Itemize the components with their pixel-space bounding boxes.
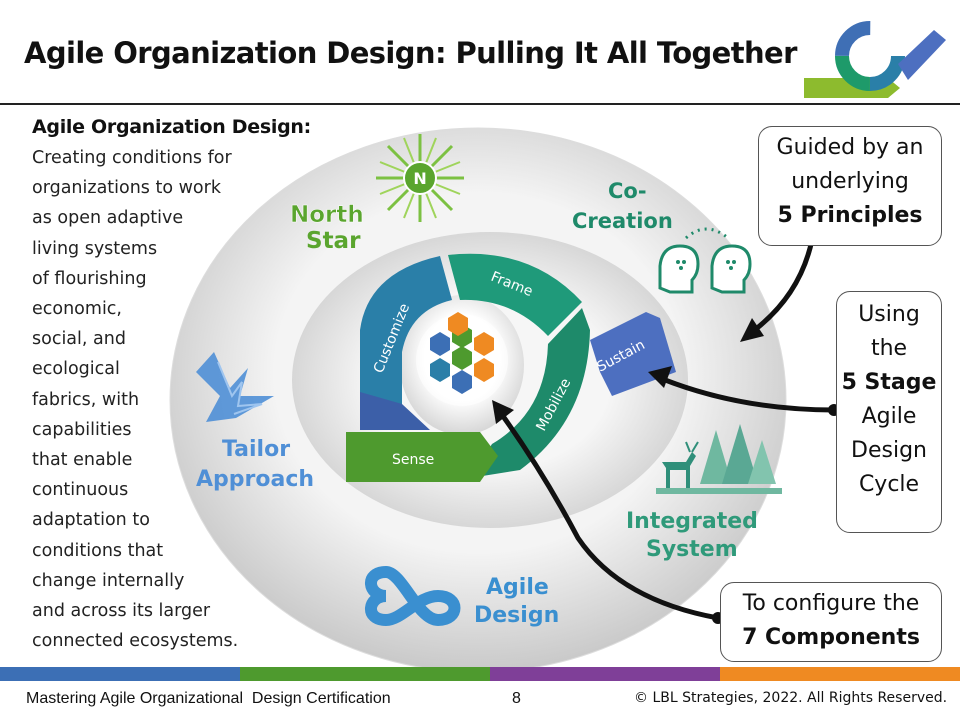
co-creation-icon — [658, 227, 752, 294]
definition-line: Creating conditions for — [32, 148, 232, 168]
callout-cycle-line4: Design — [851, 438, 927, 463]
frame-stage — [448, 253, 582, 336]
components-hub-icon — [416, 312, 508, 406]
callout-components: To configure the 7 Components — [720, 582, 942, 662]
principle-north-star: North Star — [290, 202, 364, 254]
definition-line: and across its larger — [32, 601, 211, 621]
bar-purple — [490, 667, 720, 681]
bar-green — [240, 667, 490, 681]
integrated-line1: Integrated — [626, 509, 758, 534]
tailor-line1: Tailor — [222, 437, 290, 462]
definition-line: continuous — [32, 480, 129, 501]
callout-principles: Guided by an underlying 5 Principles — [758, 126, 942, 246]
agile-line2: Design — [474, 603, 559, 628]
principle-tailor-approach: Tailor Approach — [196, 437, 314, 492]
footer-copyright: © LBL Strategies, 2022. All Rights Reser… — [634, 690, 948, 706]
principle-agile-design: Agile Design — [474, 575, 559, 628]
integrated-line2: System — [646, 537, 738, 562]
logo-cycle-icon — [804, 21, 946, 98]
north-star-badge: N — [413, 169, 426, 188]
definition-line: capabilities — [32, 419, 132, 440]
bar-blue — [0, 667, 240, 681]
definition-line: connected ecosystems. — [32, 631, 239, 652]
definition-line: that enable — [32, 450, 133, 470]
definition-heading: Agile Organization Design: — [32, 116, 311, 138]
definition-line: organizations to work — [32, 178, 221, 199]
definition-line: conditions that — [32, 540, 164, 561]
customize-stage — [360, 256, 452, 420]
north-star-icon: N — [376, 134, 464, 222]
co-creation-line1: Co- — [608, 179, 647, 203]
callout-arrows — [492, 234, 840, 624]
footer-page-number: 8 — [512, 690, 521, 707]
agile-design-infinity-icon — [365, 565, 461, 627]
tailor-line2: Approach — [196, 467, 314, 492]
callout-cycle-line2: the — [870, 336, 908, 361]
callout-cycle-line5: Cycle — [858, 472, 920, 497]
definition-line: economic, — [32, 299, 122, 319]
definition-line: living systems — [32, 238, 158, 259]
page-title: Agile Organization Design: Pulling It Al… — [24, 36, 797, 70]
north-star-line1: North — [290, 202, 364, 228]
definition-line: social, and — [32, 329, 126, 350]
callout-cycle: Using the 5 Stage Agile Design Cycle — [836, 291, 942, 533]
customize-tail — [360, 392, 430, 430]
definition-line: as open adaptive — [32, 208, 184, 229]
principle-integrated-system: Integrated System — [626, 509, 758, 562]
callout-cycle-line3: Agile — [861, 404, 917, 429]
north-star-line2: Star — [306, 228, 361, 254]
definition-line: adaptation to — [32, 510, 150, 531]
callout-cycle-bold: 5 Stage — [841, 370, 937, 395]
callout-principles-line1: Guided by an — [776, 135, 924, 160]
callout-cycle-line1: Using — [858, 302, 920, 327]
sense-stage — [346, 432, 498, 482]
tailor-approach-icon — [196, 352, 274, 422]
definition-line: ecological — [32, 359, 120, 380]
callout-principles-line2: underlying — [791, 169, 909, 194]
stage-label-sense: Sense — [392, 452, 434, 468]
definition-line: fabrics, with — [32, 389, 140, 410]
footer-course-title: Mastering Agile Organizational Design Ce… — [26, 690, 391, 707]
callout-components-line1: To configure the — [742, 591, 920, 616]
integrated-system-icon — [656, 424, 782, 494]
callout-principles-bold: 5 Principles — [777, 203, 923, 228]
definition-line: of flourishing — [32, 268, 147, 289]
principle-co-creation: Co- Creation — [572, 179, 673, 233]
co-creation-line2: Creation — [572, 209, 673, 233]
definition-line: change internally — [32, 570, 185, 591]
footer-color-bar — [0, 667, 960, 681]
title-divider — [0, 103, 960, 105]
mobilize-stage — [470, 308, 590, 478]
callout-components-bold: 7 Components — [742, 625, 920, 650]
agile-line1: Agile — [486, 575, 549, 600]
bar-orange — [720, 667, 960, 681]
